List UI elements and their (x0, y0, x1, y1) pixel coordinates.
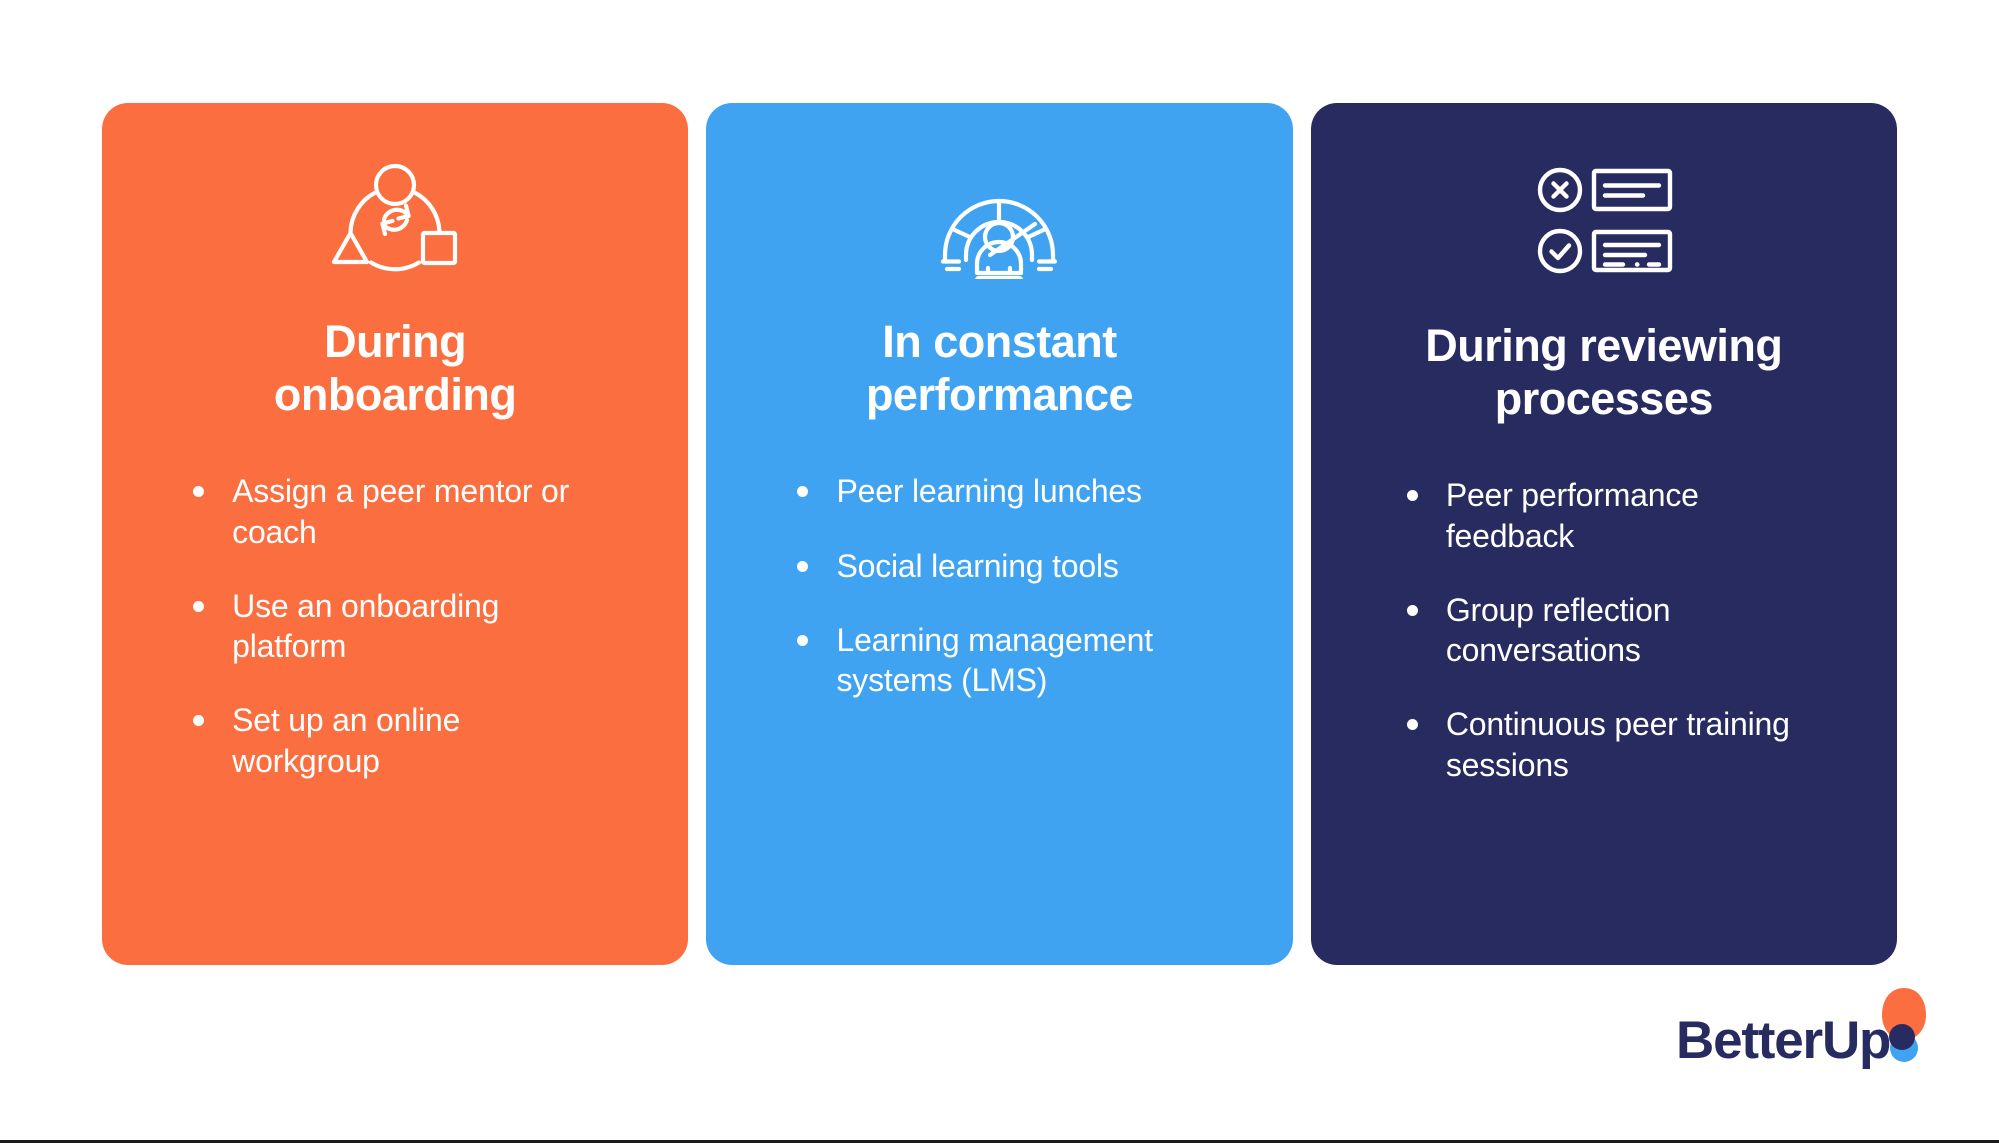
betterup-balloon-mark (1882, 988, 1926, 1062)
card-bullet-list: Assign a peer mentor or coach Use an onb… (180, 471, 610, 781)
list-item-text: Continuous peer training sessions (1445, 706, 1790, 783)
bullet-dot-icon (193, 600, 205, 612)
balloon-shape (1882, 988, 1926, 1040)
list-item-text: Peer performance feedback (1445, 477, 1699, 554)
list-item-text: Peer learning lunches (836, 473, 1142, 510)
list-item-text: Social learning tools (836, 547, 1119, 584)
bullet-dot-icon (1406, 490, 1418, 502)
list-item-text: Group reflection conversations (1445, 591, 1671, 669)
list-item-text: Learning management systems (LMS) (836, 621, 1153, 699)
shapes-cycle-icon (332, 163, 458, 272)
list-item: Social learning tools (784, 546, 1214, 586)
list-item-text: Use an onboarding platform (232, 587, 500, 665)
bullet-dot-icon (193, 715, 205, 727)
card-title-line-2: processes (1494, 373, 1714, 425)
bullet-dot-icon (797, 560, 809, 572)
bullet-dot-icon (797, 486, 809, 498)
list-item: Assign a peer mentor or coach (180, 471, 610, 552)
list-item: Set up an online workgroup (180, 700, 610, 781)
betterup-logo[interactable]: BetterUp (1676, 988, 1926, 1090)
bullet-dot-icon (797, 634, 809, 646)
navy-dot (1889, 1024, 1915, 1050)
list-item: Peer learning lunches (784, 471, 1214, 511)
list-item: Learning management systems (LMS) (784, 620, 1214, 701)
card-title-line-1: During (324, 316, 467, 367)
bullet-dot-icon (193, 486, 205, 498)
bullet-dot-icon (1406, 719, 1418, 731)
performance-gauge-person-icon (941, 198, 1058, 279)
card-title-line-2: onboarding (273, 369, 517, 421)
bullet-dot-icon (1406, 604, 1418, 616)
list-item-text: Assign a peer mentor or coach (232, 473, 570, 550)
review-checklist-icon (1537, 167, 1673, 274)
card-title-line-2: performance (865, 369, 1134, 421)
list-item: Group reflection conversations (1394, 590, 1814, 671)
card-bullet-list: Peer performance feedback Group reflecti… (1394, 475, 1814, 785)
card-bullet-list: Peer learning lunches Social learning to… (784, 471, 1214, 700)
list-item: Continuous peer training sessions (1394, 704, 1814, 785)
card-title-line-1: In constant (882, 316, 1117, 367)
betterup-wordmark: BetterUp (1676, 1011, 1891, 1070)
card-title-line-1: During reviewing (1425, 320, 1783, 371)
list-item: Use an onboarding platform (180, 586, 610, 667)
list-item: Peer performance feedback (1394, 475, 1814, 556)
list-item-text: Set up an online workgroup (232, 702, 461, 779)
